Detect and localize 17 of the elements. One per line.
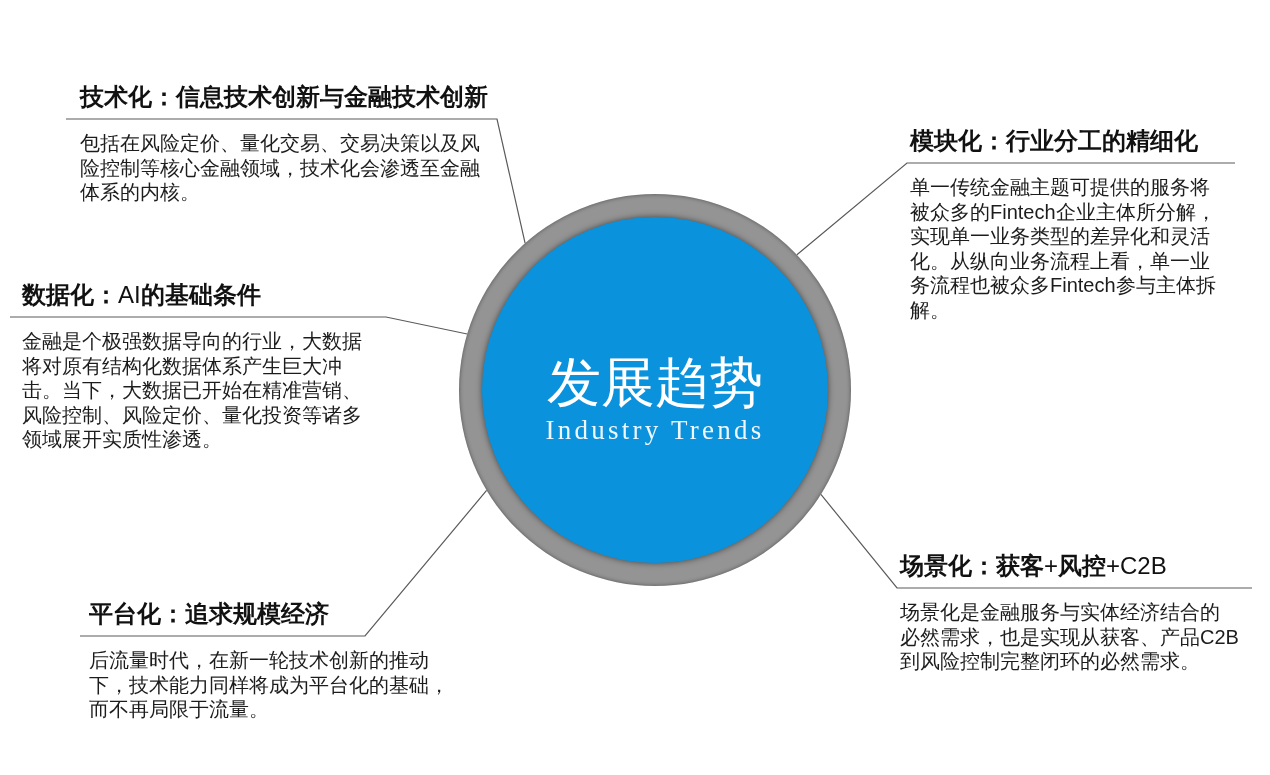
topic-heading: 模块化：行业分工的精细化 xyxy=(910,126,1198,156)
topic-heading: 数据化：AI的基础条件 xyxy=(22,280,261,310)
topic-heading: 场景化：获客+风控+C2B xyxy=(900,551,1167,581)
circle-subtitle: Industry Trends xyxy=(545,414,765,447)
topic-heading: 平台化：追求规模经济 xyxy=(89,599,329,629)
topic-description: 单一传统金融主题可提供的服务将被众多的Fintech企业主体所分解，实现单一业务类型的差异化和灵活化。从纵向业务流程上看，单一业务流程也被众多Fintech参与主体拆解。 xyxy=(910,175,1216,322)
leader-line xyxy=(9,316,468,335)
topic-description: 后流量时代，在新一轮技术创新的推动下，技术能力同样将成为平台化的基础，而不再局限于流量。 xyxy=(89,648,449,722)
topic-description: 金融是个极强数据导向的行业，大数据将对原有结构化数据体系产生巨大冲击。当下，大数据已开始在精准营销、风险控制、风险定价、量化投资等诸多领域展开实质性渗透。 xyxy=(22,329,363,452)
topic-description: 场景化是金融服务与实体经济结合的必然需求，也是实现从获客、产品C2B到风险控制完整闭环的必然需求。 xyxy=(900,600,1240,674)
leader-line xyxy=(65,118,526,244)
leader-line xyxy=(796,162,1236,256)
leader-line xyxy=(79,489,488,637)
circle-title: 发展趋势 xyxy=(547,351,763,413)
topic-description: 包括在风险定价、量化交易、交易决策以及风险控制等核心金融领域，技术化会渗透至金融体系的内核。 xyxy=(80,131,481,205)
topic-heading: 技术化：信息技术创新与金融技术创新 xyxy=(80,82,488,112)
leader-line xyxy=(820,493,1253,589)
